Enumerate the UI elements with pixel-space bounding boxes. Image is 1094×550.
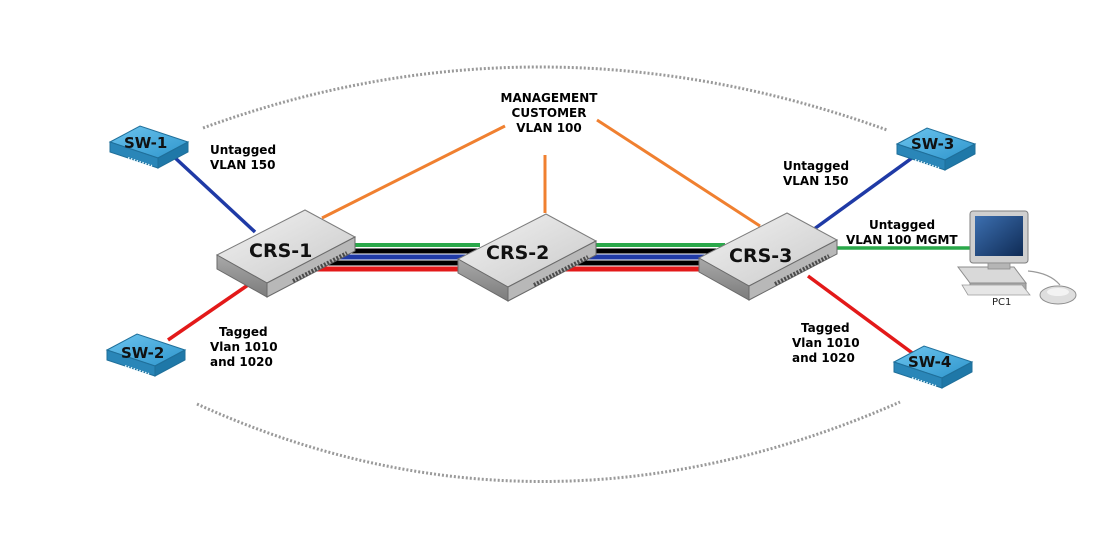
access-switch-sw3[interactable]: SW-3 xyxy=(895,127,977,171)
trunk-crs1-crs2 xyxy=(316,243,480,272)
ring-arc-top xyxy=(202,65,888,132)
svg-text:VLAN 100: VLAN 100 xyxy=(516,121,582,135)
core-switch-crs2[interactable]: CRS-2 xyxy=(456,213,598,302)
label-sw1-link: Untagged VLAN 150 xyxy=(210,143,276,172)
management-label: MANAGEMENT CUSTOMER VLAN 100 xyxy=(501,91,599,135)
svg-text:and 1020: and 1020 xyxy=(210,355,273,369)
crs-label: CRS-2 xyxy=(486,242,549,264)
sw-label: SW-1 xyxy=(124,134,167,152)
svg-text:Vlan 1010: Vlan 1010 xyxy=(792,336,860,350)
crs-label: CRS-3 xyxy=(729,245,792,267)
sw-label: SW-4 xyxy=(908,353,951,371)
label-sw3-link: Untagged VLAN 150 xyxy=(783,159,849,188)
svg-text:MANAGEMENT: MANAGEMENT xyxy=(501,91,599,105)
svg-text:Untagged: Untagged xyxy=(869,218,935,232)
label-sw4-link: Tagged Vlan 1010 and 1020 xyxy=(792,321,860,365)
svg-text:CUSTOMER: CUSTOMER xyxy=(512,106,587,120)
label-pc1-link: Untagged VLAN 100 MGMT xyxy=(846,218,958,247)
svg-text:VLAN 100 MGMT: VLAN 100 MGMT xyxy=(846,233,958,247)
access-switch-sw4[interactable]: SW-4 xyxy=(892,345,974,389)
core-switch-crs1[interactable]: CRS-1 xyxy=(215,209,357,298)
svg-text:VLAN 150: VLAN 150 xyxy=(783,174,849,188)
label-sw2-link: Tagged Vlan 1010 and 1020 xyxy=(210,325,278,369)
access-switch-sw1[interactable]: SW-1 xyxy=(108,125,190,169)
access-switch-sw2[interactable]: SW-2 xyxy=(105,333,187,377)
mgmt-link-crs3 xyxy=(596,118,761,228)
core-switch-crs3[interactable]: CRS-3 xyxy=(697,212,839,301)
link-sw2-crs1 xyxy=(167,283,249,342)
ring-arc-bottom xyxy=(196,400,901,483)
mgmt-link-crs1 xyxy=(321,124,506,220)
link-sw3-crs3 xyxy=(808,156,914,234)
sw-label: SW-2 xyxy=(121,344,164,362)
sw-label: SW-3 xyxy=(911,135,954,153)
svg-text:and 1020: and 1020 xyxy=(792,351,855,365)
svg-text:Tagged: Tagged xyxy=(219,325,268,339)
svg-text:Untagged: Untagged xyxy=(783,159,849,173)
crs-label: CRS-1 xyxy=(249,240,312,262)
svg-text:Tagged: Tagged xyxy=(801,321,850,335)
svg-text:VLAN 150: VLAN 150 xyxy=(210,158,276,172)
trunk-crs2-crs3 xyxy=(555,243,725,272)
pc-label: PC1 xyxy=(992,297,1011,308)
link-sw4-crs3 xyxy=(806,274,917,357)
link-sw1-crs1 xyxy=(170,153,257,234)
svg-text:Untagged: Untagged xyxy=(210,143,276,157)
svg-text:Vlan 1010: Vlan 1010 xyxy=(210,340,278,354)
computer-icon[interactable]: PC1 xyxy=(957,210,1077,308)
